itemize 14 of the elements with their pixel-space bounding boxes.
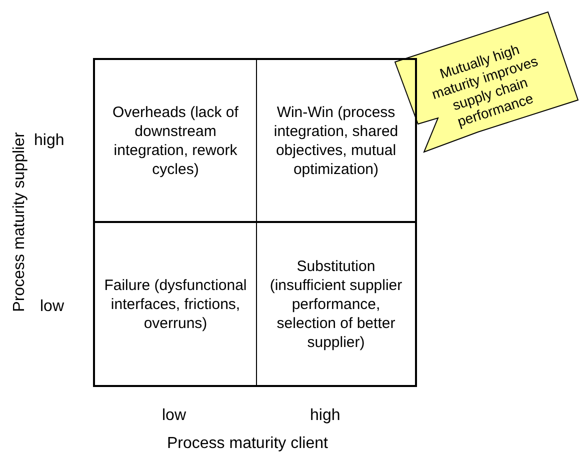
matrix-quadrant	[256, 222, 417, 387]
matrix-quadrant	[93, 58, 257, 222]
axis-title: Process maturity supplier	[10, 132, 29, 312]
quadrant-text: Win-Win (process integration, shared objectives, mutual optimization)	[272, 102, 400, 178]
quadrant-text: Substitution (insufficient supplier performance, selection of better supplier)	[268, 256, 404, 352]
axis-tick-label: low	[162, 407, 186, 425]
axis-tick-label: low	[40, 298, 64, 316]
matrix-quadrant	[256, 58, 417, 222]
axis-tick-label: high	[34, 132, 64, 150]
quadrant-text: Failure (dysfunctional interfaces, frictions, overruns)	[103, 276, 248, 332]
axis-tick-label: high	[310, 407, 340, 425]
matrix-quadrant	[93, 222, 257, 387]
quadrant-text: Overheads (lack of downstream integration, rework cycles)	[112, 102, 240, 178]
axis-title: Process maturity client	[167, 435, 328, 453]
